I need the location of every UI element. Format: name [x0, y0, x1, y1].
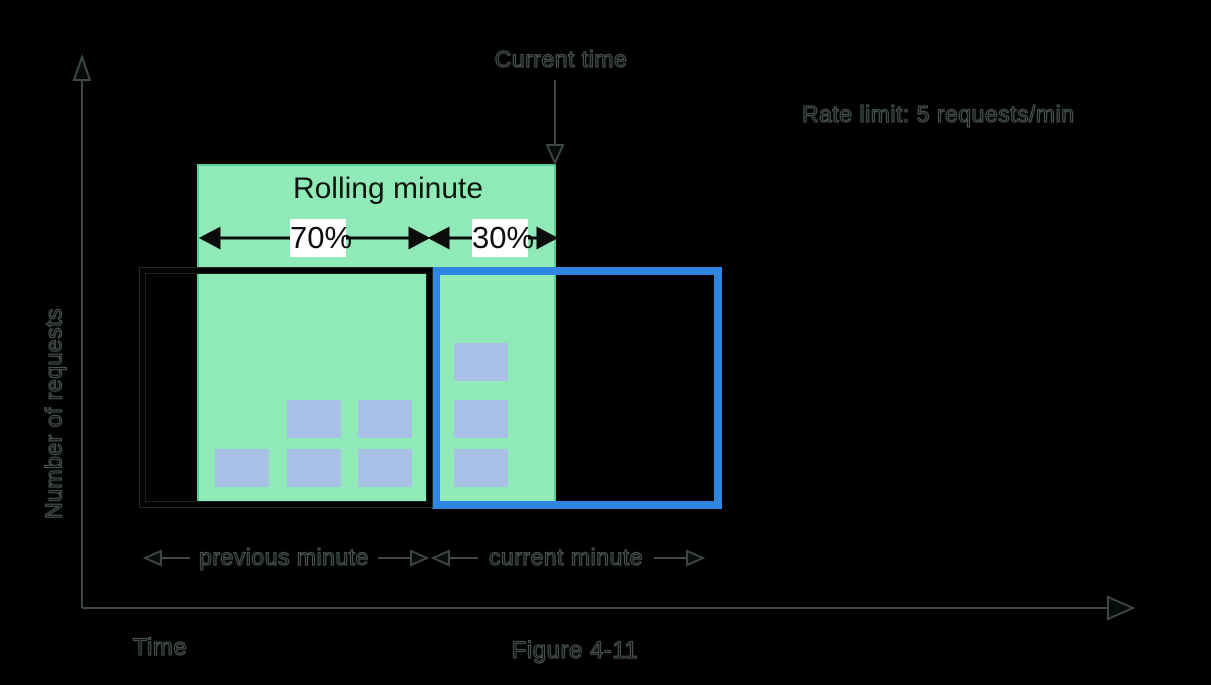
seventy-percent-right-arrowhead-icon	[408, 226, 431, 250]
current-span-right-arrowhead-icon	[686, 549, 706, 567]
rate-limit-label: Rate limit: 5 requests/min	[801, 101, 1075, 128]
figure-caption: Figure 4-11	[511, 637, 639, 665]
current-minute-label: current minute	[478, 543, 654, 572]
request-block	[454, 400, 508, 438]
request-block	[287, 449, 341, 487]
seventy-percent-label: 70%	[290, 219, 353, 257]
request-block	[454, 449, 508, 487]
x-axis-arrowhead-icon	[1107, 595, 1136, 621]
rolling-minute-label: Rolling minute	[292, 172, 484, 205]
request-block	[215, 449, 269, 487]
request-block	[454, 343, 508, 381]
request-block	[358, 400, 412, 438]
current-span-left-arrowhead-icon	[430, 549, 450, 567]
seventy-percent-left-arrowhead-icon	[198, 226, 221, 250]
request-block	[287, 400, 341, 438]
current-time-arrowhead-icon	[545, 144, 565, 166]
thirty-percent-right-arrowhead-icon	[536, 226, 559, 250]
request-block	[358, 449, 412, 487]
previous-span-left-arrowhead-icon	[142, 549, 162, 567]
current-minute-box	[432, 267, 722, 509]
x-axis-label: Time	[132, 634, 188, 662]
current-time-label: Current time	[494, 46, 628, 73]
thirty-percent-left-arrowhead-icon	[427, 226, 450, 250]
previous-minute-label: previous minute	[190, 543, 378, 572]
thirty-percent-label: 30%	[472, 219, 535, 257]
previous-span-right-arrowhead-icon	[410, 549, 430, 567]
previous-minute-box	[139, 267, 433, 508]
y-axis-arrowhead-icon	[72, 53, 92, 81]
